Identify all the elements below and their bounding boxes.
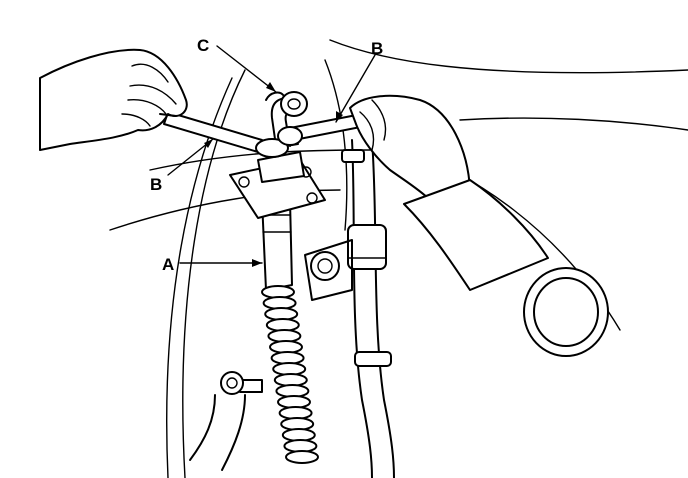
leader-line-c	[216, 45, 277, 93]
hose-coil	[285, 450, 319, 464]
brake-hose	[251, 184, 319, 464]
callout-b-left: B	[150, 175, 162, 194]
arrowhead-b-left	[204, 139, 213, 148]
brake-line-fitting	[265, 91, 308, 147]
leader-lines	[167, 45, 376, 267]
leader-line-b-right	[335, 54, 376, 123]
arrowhead-c	[266, 82, 276, 92]
right-gloved-hand	[349, 94, 549, 291]
left-hand	[39, 48, 188, 151]
lower-bracket	[189, 371, 263, 471]
callout-c: C	[197, 36, 209, 55]
arrowhead-a	[252, 259, 262, 267]
flare-nut-wrench-left	[163, 111, 289, 158]
brake-cable	[304, 139, 395, 478]
callout-b-right: B	[371, 39, 383, 58]
grommet	[523, 267, 609, 357]
leader-line-b-left	[167, 138, 214, 176]
arrowhead-b-right	[336, 111, 343, 122]
callout-a: A	[162, 255, 174, 274]
hose-corrugation	[261, 285, 319, 464]
